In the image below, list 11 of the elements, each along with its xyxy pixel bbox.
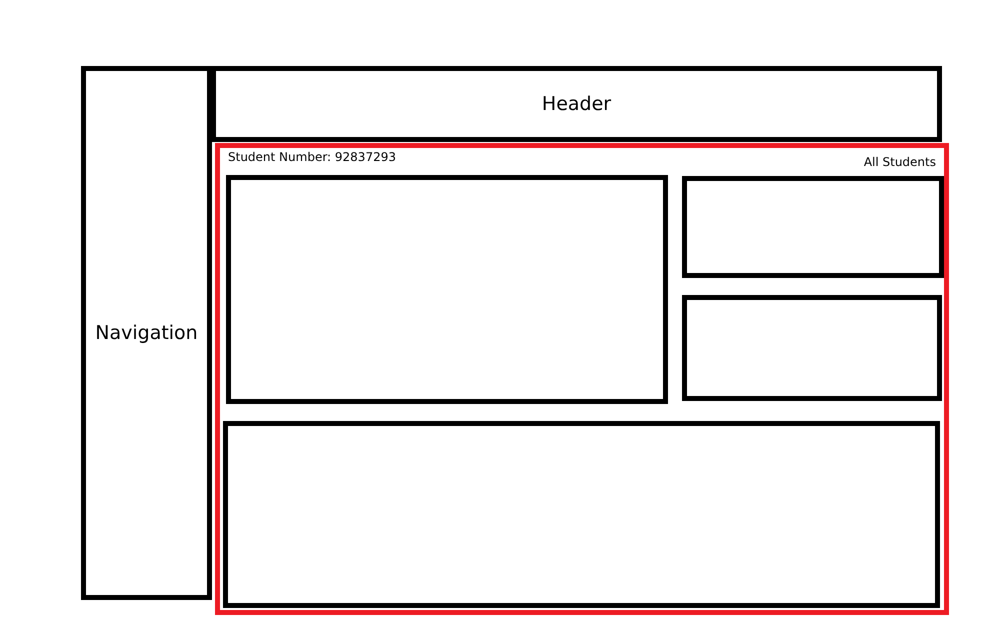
header-panel — [211, 66, 942, 142]
filter-link: All Students — [864, 155, 936, 169]
empty-panel — [682, 176, 944, 278]
empty-panel — [682, 295, 942, 401]
navigation-panel — [81, 66, 212, 600]
student-number-text: Student Number: 92837293 — [228, 150, 396, 164]
empty-panel — [226, 175, 668, 404]
empty-panel — [223, 421, 940, 608]
content-panel — [215, 143, 949, 615]
navigation-label: Navigation — [94, 322, 199, 344]
header-label: Header — [540, 93, 612, 115]
